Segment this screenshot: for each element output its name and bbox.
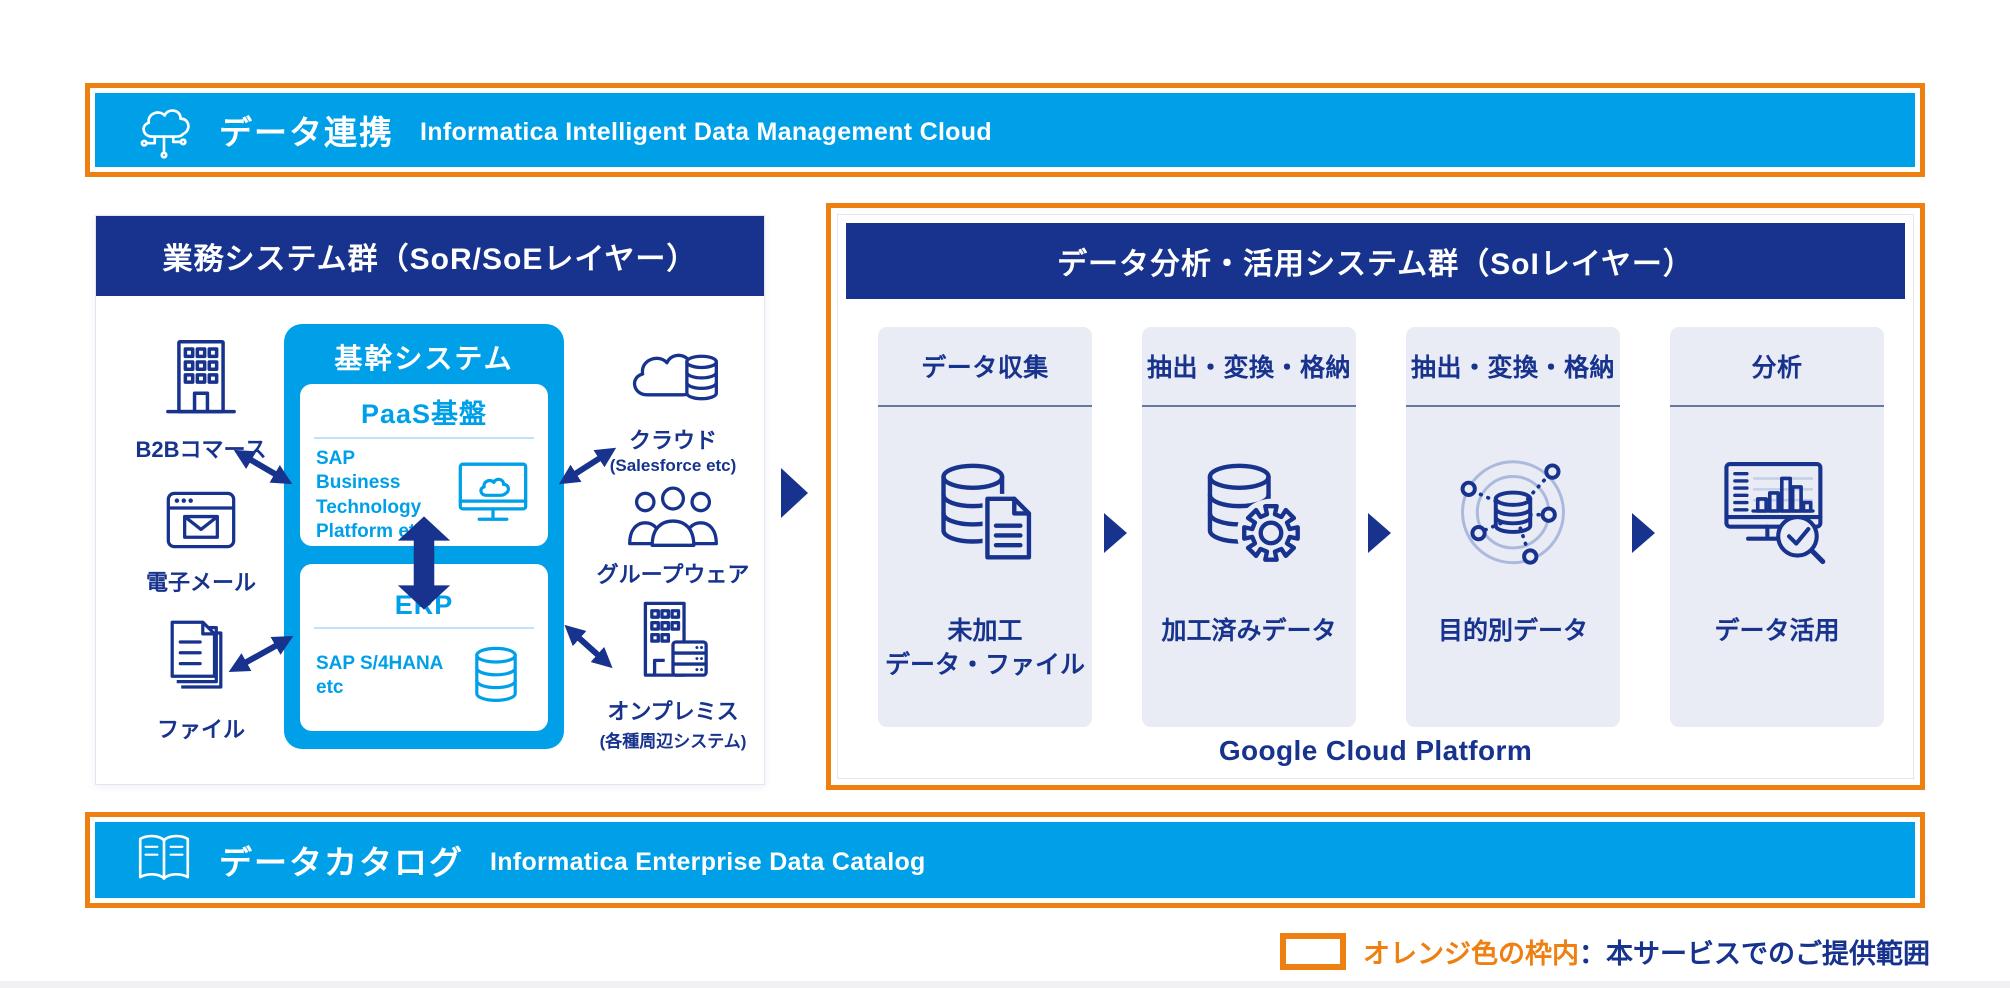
cloud-circuit-icon	[131, 97, 197, 163]
column-header: 抽出・変換・格納	[1146, 354, 1351, 382]
flow-arrow-icon	[1104, 513, 1127, 553]
divider	[1406, 405, 1620, 407]
database-network-icon	[1406, 407, 1620, 615]
data-catalog-banner: データカタログ Informatica Enterprise Data Cata…	[85, 812, 1925, 908]
legend-highlight-text: オレンジ色の枠内	[1363, 939, 1579, 969]
flow-arrow-icon	[781, 468, 808, 518]
business-systems-content: B2Bコマース 電子メール	[96, 296, 764, 784]
onpremise-icon	[625, 596, 721, 688]
database-gear-icon	[1142, 407, 1356, 615]
paas-card: PaaS基盤 SAP Business Technology Platform …	[300, 384, 548, 546]
legend-description-text: ：本サービスでのご提供範囲	[1579, 939, 1930, 969]
bottom-strip	[0, 981, 2010, 988]
column-header: 分析	[1751, 354, 1803, 382]
column-data-collection: データ収集 未加工 データ・ファイル	[878, 327, 1092, 727]
data-integration-product: Informatica Intelligent Data Management …	[420, 117, 992, 146]
paas-card-body: SAP Business Technology Platform etc	[316, 448, 426, 542]
data-catalog-label: データカタログ	[219, 844, 464, 881]
link-arrow-bottom-left	[228, 636, 294, 672]
legend: オレンジ色の枠内 ：本サービスでのご提供範囲	[1280, 932, 1930, 971]
business-systems-panel: 業務システム群（SoR/SoEレイヤー） B2Bコマース	[95, 215, 765, 785]
database-file-icon	[878, 407, 1092, 615]
source-label: ファイル	[156, 717, 245, 742]
column-caption: 未加工 データ・ファイル	[884, 617, 1085, 679]
link-arrow-top-left	[233, 449, 293, 485]
column-etl-1: 抽出・変換・格納 加工済みデータ	[1142, 327, 1356, 727]
data-catalog-product: Informatica Enterprise Data Catalog	[490, 847, 926, 876]
cloud-database-icon	[621, 331, 725, 417]
column-analysis: 分析	[1670, 327, 1884, 727]
column-caption: データ活用	[1714, 617, 1840, 645]
database-icon	[456, 637, 536, 715]
column-header: 抽出・変換・格納	[1410, 354, 1615, 382]
source-sublabel: (各種周辺システム)	[599, 732, 747, 751]
source-label: クラウド	[628, 428, 717, 453]
source-files: ファイル	[111, 614, 291, 744]
link-arrow-bottom-right	[564, 624, 613, 669]
column-caption: 目的別データ	[1437, 617, 1588, 645]
analytics-monitor-icon	[1670, 407, 1884, 615]
monitor-cloud-icon	[450, 455, 536, 537]
data-catalog-banner-bar: データカタログ Informatica Enterprise Data Cata…	[95, 822, 1915, 898]
data-integration-label: データ連携	[219, 114, 394, 151]
email-browser-icon	[158, 481, 244, 559]
paas-card-title: PaaS基盤	[360, 399, 488, 429]
source-cloud: クラウド (Salesforce etc)	[583, 331, 763, 476]
column-caption: 加工済みデータ	[1161, 617, 1337, 645]
source-email: 電子メール	[111, 481, 291, 597]
data-analytics-panel: データ分析・活用システム群（SoIレイヤー） データ収集	[826, 203, 1925, 790]
gcp-footer-label: Google Cloud Platform	[1218, 735, 1533, 766]
core-system-box: 基幹システム PaaS基盤 SAP Business Technology Pl…	[284, 324, 564, 749]
source-onpremise: オンプレミス (各種周辺システム)	[583, 596, 763, 752]
divider	[314, 437, 534, 439]
groupware-icon	[621, 479, 725, 551]
source-label: オンプレミス	[607, 699, 739, 724]
data-analytics-title: データ分析・活用システム群（SoIレイヤー）	[846, 223, 1905, 299]
business-systems-title: 業務システム群（SoR/SoEレイヤー）	[96, 216, 764, 296]
source-label: グループウェア	[596, 562, 750, 587]
source-sublabel: (Salesforce etc)	[609, 456, 737, 475]
column-header: データ収集	[921, 354, 1049, 382]
bidirectional-arrow-icon	[396, 516, 452, 610]
flow-arrow-icon	[1368, 513, 1391, 553]
source-groupware: グループウェア	[583, 479, 763, 589]
source-label: 電子メール	[145, 570, 256, 595]
core-system-title: 基幹システム	[334, 343, 514, 374]
open-book-icon	[131, 829, 197, 891]
orange-frame-swatch	[1280, 933, 1346, 970]
building-icon	[155, 331, 247, 426]
erp-card-body: SAP S/4HANA etc	[316, 652, 443, 698]
link-arrow-top-right	[558, 447, 617, 485]
divider	[1670, 405, 1884, 407]
flow-arrow-icon	[1632, 513, 1655, 553]
data-integration-banner: データ連携 Informatica Intelligent Data Manag…	[85, 83, 1925, 177]
file-stack-icon	[156, 614, 246, 706]
data-integration-banner-bar: データ連携 Informatica Intelligent Data Manag…	[95, 93, 1915, 167]
divider	[878, 405, 1092, 407]
divider	[314, 627, 534, 629]
divider	[1142, 405, 1356, 407]
column-etl-2: 抽出・変換・格納	[1406, 327, 1620, 727]
data-analytics-inner: データ分析・活用システム群（SoIレイヤー） データ収集	[837, 214, 1914, 779]
